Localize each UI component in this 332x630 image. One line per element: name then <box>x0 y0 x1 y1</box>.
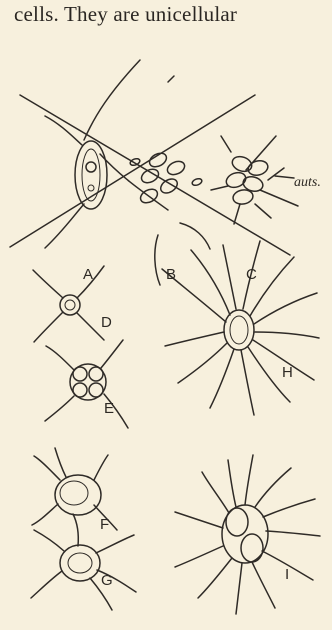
specimen-a <box>45 60 168 248</box>
specimen-b <box>129 150 210 285</box>
specimen-c <box>211 136 298 224</box>
label-a: A <box>83 266 93 283</box>
specimen-g <box>31 514 136 610</box>
label-d: D <box>101 314 112 331</box>
specimen-h <box>162 241 319 415</box>
label-f: F <box>100 516 109 533</box>
label-e: E <box>104 400 114 417</box>
label-g: G <box>101 572 113 589</box>
label-c: C <box>246 266 257 283</box>
figure-top-tick <box>168 76 174 82</box>
specimen-i <box>175 455 320 614</box>
label-h: H <box>282 364 293 381</box>
specimen-d <box>33 266 104 342</box>
label-b: B <box>166 266 176 283</box>
label-i: I <box>285 566 289 583</box>
label-auts: auts. <box>294 175 321 190</box>
specimen-e <box>45 340 128 428</box>
